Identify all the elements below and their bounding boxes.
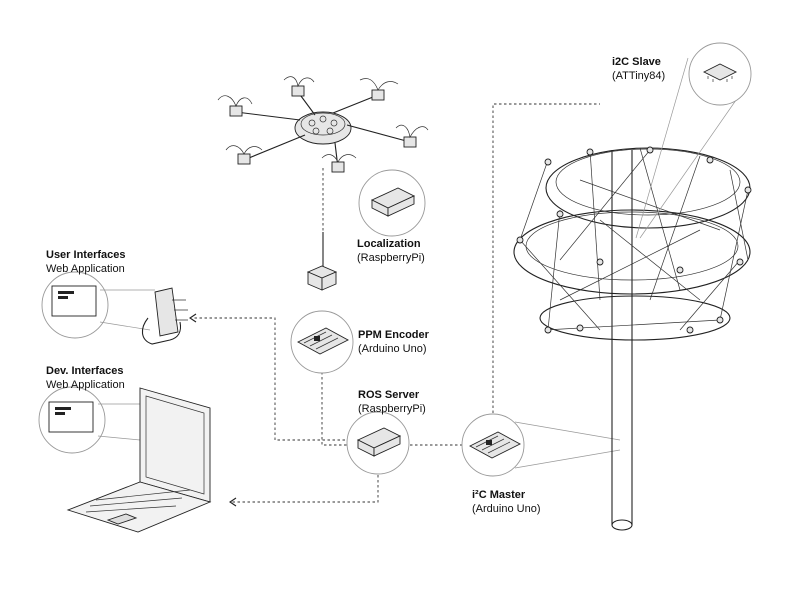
web-app-window-icon — [51, 285, 97, 317]
sculpture-structure-icon — [513, 146, 752, 531]
i2c-slave-label: i2C Slave (ATTiny84) — [612, 55, 665, 83]
hexacopter-drone-icon — [217, 76, 429, 173]
dev-interfaces-subtitle: Web Application — [46, 379, 125, 391]
arduino-board-icon — [297, 327, 349, 355]
localization-subtitle: (RaspberryPi) — [357, 252, 425, 264]
raspberry-pi-icon — [356, 427, 402, 457]
dev-web-app-node — [38, 386, 141, 454]
smartphone-hand-icon — [141, 287, 188, 345]
ppm-encoder-title: PPM Encoder — [358, 329, 429, 341]
localization-label: Localization (RaspberryPi) — [357, 237, 425, 265]
ros-server-label: ROS Server (RaspberryPi) — [358, 388, 426, 416]
i2c-slave-node — [635, 42, 752, 239]
localization-title: Localization — [357, 238, 421, 250]
ppm-encoder-subtitle: (Arduino Uno) — [358, 343, 427, 355]
radio-transmitter-icon — [306, 232, 338, 291]
attiny-chip-icon — [702, 63, 738, 82]
web-app-window-icon — [48, 401, 94, 433]
i2c-slave-subtitle: (ATTiny84) — [612, 70, 666, 82]
i2c-master-label: i²C Master (Arduino Uno) — [472, 488, 540, 516]
user-web-app-node — [41, 271, 155, 339]
ppm-encoder-node — [290, 310, 354, 374]
i2c-master-subtitle: (Arduino Uno) — [472, 503, 541, 515]
i2c-master-title: i²C Master — [472, 489, 526, 501]
dev-interfaces-label: Dev. Interfaces Web Application — [46, 364, 125, 392]
dev-interfaces-title: Dev. Interfaces — [46, 365, 124, 377]
localization-node — [358, 169, 426, 237]
ros-server-node — [346, 411, 410, 475]
i2c-slave-title: i2C Slave — [612, 56, 661, 68]
laptop-icon — [66, 387, 212, 533]
raspberry-pi-icon — [370, 187, 416, 217]
arduino-board-icon — [469, 431, 521, 459]
ros-server-title: ROS Server — [358, 389, 420, 401]
user-interfaces-subtitle: Web Application — [46, 263, 125, 275]
ppm-encoder-label: PPM Encoder (Arduino Uno) — [358, 328, 429, 356]
i2c-master-node — [461, 413, 621, 477]
ros-server-subtitle: (RaspberryPi) — [358, 403, 426, 415]
user-interfaces-title: User Interfaces — [46, 249, 126, 261]
user-interfaces-label: User Interfaces Web Application — [46, 248, 126, 276]
